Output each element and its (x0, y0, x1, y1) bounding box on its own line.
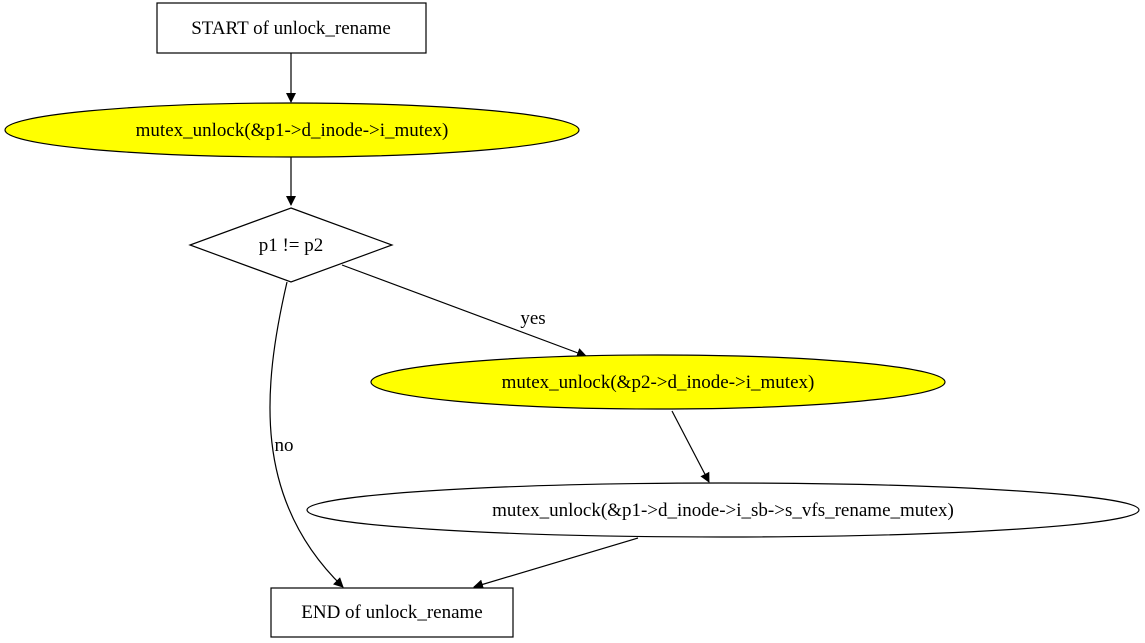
node-start: START of unlock_rename (156, 2, 427, 54)
node-decision: p1 != p2 (188, 207, 394, 283)
node-unlock-p2-inode: mutex_unlock(&p2->d_inode->i_mutex) (370, 354, 946, 410)
edge-decision-yes (341, 264, 587, 358)
node-unlock-p2-inode-label: mutex_unlock(&p2->d_inode->i_mutex) (502, 372, 815, 393)
node-unlock-p1-inode-label: mutex_unlock(&p1->d_inode->i_mutex) (136, 120, 449, 141)
node-unlock-p1-inode: mutex_unlock(&p1->d_inode->i_mutex) (4, 102, 580, 158)
node-start-label: START of unlock_rename (191, 18, 391, 39)
node-end: END of unlock_rename (270, 587, 514, 638)
edge-rename-mutex-to-end (473, 537, 639, 590)
node-end-label: END of unlock_rename (301, 602, 483, 623)
node-decision-label: p1 != p2 (259, 235, 324, 256)
node-unlock-rename-mutex-label: mutex_unlock(&p1->d_inode->i_sb->s_vfs_r… (492, 500, 954, 521)
edges (269, 53, 710, 590)
edge-label-yes: yes (520, 308, 545, 329)
edge-decision-no (269, 281, 344, 588)
edge-label-no: no (275, 435, 294, 456)
edge-unlock-p2-to-rename-mutex (671, 410, 710, 483)
node-unlock-rename-mutex: mutex_unlock(&p1->d_inode->i_sb->s_vfs_r… (306, 482, 1140, 538)
